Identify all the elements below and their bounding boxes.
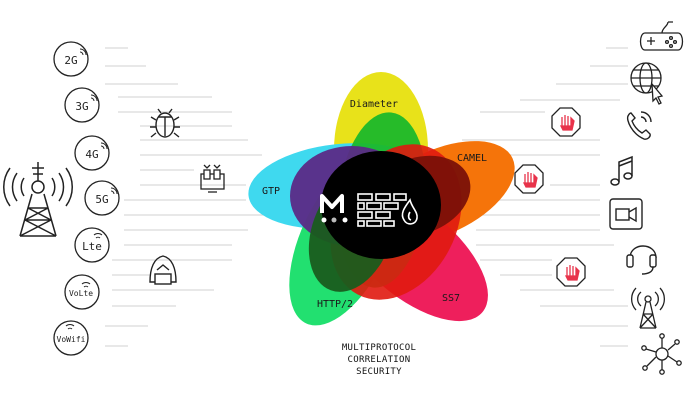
stop-hand-icon bbox=[551, 107, 581, 137]
bug-icon bbox=[150, 108, 180, 138]
bubble-vowifi: VoWifi bbox=[53, 320, 89, 356]
bubble-volte-label: VoLte bbox=[69, 289, 93, 298]
signal-icon bbox=[65, 48, 118, 330]
firewall-icon bbox=[357, 193, 418, 227]
caption-line-2: CORRELATION bbox=[348, 355, 411, 365]
label-ss7: SS7 bbox=[442, 293, 460, 304]
label-http2: HTTP/2 bbox=[317, 299, 353, 310]
cell-tower-icon bbox=[3, 162, 73, 237]
label-diameter: Diameter bbox=[350, 99, 398, 110]
bubble-5g-label: 5G bbox=[95, 193, 108, 206]
protocol-petals bbox=[248, 72, 515, 326]
bubble-3g-label: 3G bbox=[75, 100, 88, 113]
caption-line-1: MULTIPROTOCOL bbox=[342, 343, 416, 353]
bubble-4g-label: 4G bbox=[85, 148, 98, 161]
bubble-vowifi-label: VoWifi bbox=[57, 335, 86, 344]
bubble-3g: 3G bbox=[64, 87, 100, 123]
phone-call-icon bbox=[626, 111, 652, 140]
bubble-lte: Lte bbox=[74, 227, 110, 263]
gamepad-icon bbox=[639, 21, 684, 51]
product-logo bbox=[320, 194, 348, 223]
generation-bubbles: 2G 3G 4G 5G Lte VoLte VoWifi bbox=[53, 41, 120, 356]
hooded-hacker-icon bbox=[149, 255, 177, 285]
bubble-4g: 4G bbox=[74, 135, 110, 171]
bubble-2g: 2G bbox=[53, 41, 89, 77]
network-hub-icon bbox=[641, 333, 682, 375]
bubble-volte: VoLte bbox=[64, 274, 100, 310]
music-note-icon bbox=[610, 155, 633, 186]
bubble-2g-label: 2G bbox=[64, 54, 77, 67]
hacker-bot-icon bbox=[200, 164, 225, 193]
stop-hand-icon bbox=[556, 257, 586, 287]
headset-icon bbox=[626, 245, 657, 275]
label-gtp: GTP bbox=[262, 186, 280, 197]
caption-line-3: SECURITY bbox=[356, 367, 402, 377]
video-camera-icon bbox=[609, 198, 643, 230]
bubble-5g: 5G bbox=[84, 180, 120, 216]
bubble-lte-label: Lte bbox=[82, 240, 102, 253]
label-camel: CAMEL bbox=[457, 153, 487, 164]
radio-antenna-icon bbox=[630, 287, 666, 329]
globe-click-icon bbox=[630, 62, 664, 105]
stop-hand-icon bbox=[514, 164, 544, 194]
